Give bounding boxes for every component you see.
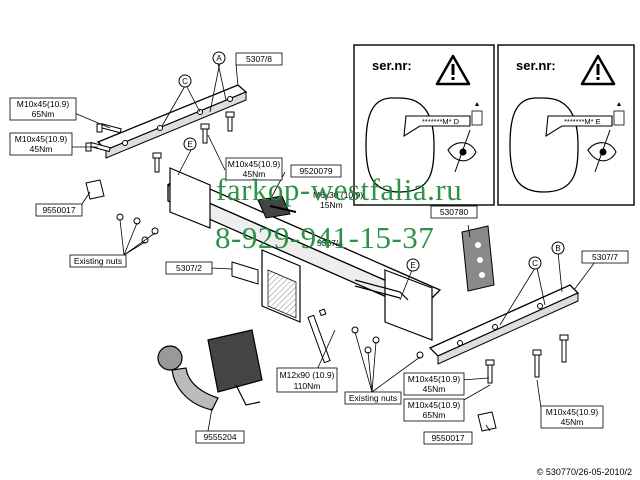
watermark-url: farkop-westfalia.ru [216, 172, 463, 207]
nut-set-top-drawing [85, 179, 105, 200]
callout-c-left: C [178, 74, 192, 88]
center-part-drawing [257, 195, 297, 219]
label-9550017-top: 9550017 [35, 203, 83, 217]
svg-text:A: A [216, 54, 222, 63]
svg-text:45Nm: 45Nm [561, 417, 584, 427]
label-bolt-bottom-2: M10x45(10.9) 65Nm [403, 398, 465, 422]
leader-lines [71, 61, 596, 432]
bolt-drawing [307, 308, 569, 384]
copyright-note: © 530770/26-05-2010/2 [536, 467, 632, 477]
label-5307-8: 5307/8 [235, 52, 283, 66]
label-existing-nuts-bottom: Existing nuts [344, 391, 402, 405]
svg-text:C: C [182, 77, 188, 86]
svg-text:M10x45(10.9): M10x45(10.9) [546, 407, 599, 417]
svg-text:45Nm: 45Nm [30, 144, 53, 154]
warning-triangle-icon [580, 54, 616, 86]
label-bolt-center-top: M6x30 (10.9) 15Nm [313, 190, 363, 210]
svg-text:M10x45(10.9): M10x45(10.9) [408, 400, 461, 410]
label-5307-2: 5307/2 [165, 261, 213, 275]
svg-text:M10x45(10.9): M10x45(10.9) [15, 134, 68, 144]
svg-text:M10x45(10.9): M10x45(10.9) [17, 99, 70, 109]
serial-label-right: *******M* E [564, 117, 601, 126]
svg-text:5307/7: 5307/7 [592, 252, 618, 262]
wiring-part-drawing [461, 225, 495, 292]
label-existing-nuts-left: Existing nuts [69, 254, 127, 268]
label-bolt-bottom-1: M10x45(10.9) 45Nm [403, 372, 465, 396]
svg-text:M6x30 (10.9): M6x30 (10.9) [313, 190, 363, 200]
svg-text:M10x45(10.9): M10x45(10.9) [228, 159, 281, 169]
label-9555204: 9555204 [195, 430, 245, 444]
svg-text:5307/4: 5307/4 [317, 238, 343, 248]
svg-text:530780: 530780 [440, 207, 469, 217]
svg-text:110Nm: 110Nm [294, 381, 321, 391]
svg-text:65Nm: 65Nm [423, 410, 446, 420]
side-bracket-drawing [231, 261, 259, 285]
svg-text:9520079: 9520079 [299, 166, 332, 176]
svg-text:5307/8: 5307/8 [246, 54, 272, 64]
label-bolt-long: M12x90 (10.9) 110Nm [276, 367, 338, 393]
left-bracket-drawing [96, 84, 248, 159]
label-bolt-top-left-2: M10x45(10.9) 45Nm [9, 132, 73, 156]
svg-text:E: E [410, 261, 415, 270]
callout-c-right: C [528, 256, 542, 270]
svg-text:5307/2: 5307/2 [176, 263, 202, 273]
svg-text:15Nm: 15Nm [320, 200, 343, 210]
label-9550017-bottom: 9550017 [423, 431, 473, 445]
watermark-phone: 8-929-941-15-37 [215, 220, 435, 255]
callout-a: A [212, 51, 226, 65]
label-bolt-bottom-right: M10x45(10.9) 45Nm [540, 405, 604, 429]
eye-icon [587, 129, 617, 173]
svg-text:M12x90 (10.9): M12x90 (10.9) [280, 370, 335, 380]
tow-ball-drawing [157, 329, 263, 411]
ser-nr-label-left: ser.nr: [372, 58, 412, 73]
callout-e-mid: E [406, 258, 420, 272]
warning-panel-right: ser.nr: *******M* E [497, 44, 635, 206]
ser-nr-label-right: ser.nr: [516, 58, 556, 73]
svg-text:B: B [555, 244, 560, 253]
svg-text:65Nm: 65Nm [32, 109, 55, 119]
label-5307-4: 5307/4 [317, 238, 343, 248]
nut-set-bottom-drawing [477, 411, 497, 432]
crossbar-drawing [166, 167, 442, 341]
svg-text:45Nm: 45Nm [243, 169, 266, 179]
svg-text:Existing nuts: Existing nuts [74, 256, 122, 266]
svg-text:M10x45(10.9): M10x45(10.9) [408, 374, 461, 384]
serial-label-left: *******M* D [422, 117, 460, 126]
callout-b: B [551, 241, 565, 255]
svg-text:9550017: 9550017 [42, 205, 75, 215]
label-530780: 530780 [430, 205, 478, 219]
svg-text:45Nm: 45Nm [423, 384, 446, 394]
svg-text:C: C [532, 259, 538, 268]
label-bolt-center-left: M10x45(10.9) 45Nm [225, 157, 283, 181]
svg-text:E: E [187, 140, 192, 149]
label-9520079: 9520079 [290, 164, 342, 178]
warning-triangle-icon [435, 54, 471, 86]
svg-text:9555204: 9555204 [203, 432, 236, 442]
label-bolt-top-left-1: M10x45(10.9) 65Nm [9, 97, 77, 121]
label-5307-7: 5307/7 [581, 250, 629, 264]
warning-panel-left: ser.nr: *******M* D [353, 44, 495, 206]
svg-text:9550017: 9550017 [431, 433, 464, 443]
eye-icon [447, 129, 477, 173]
svg-text:Existing nuts: Existing nuts [349, 393, 397, 403]
callout-e-left: E [183, 137, 197, 151]
right-bracket-drawing [428, 284, 580, 365]
